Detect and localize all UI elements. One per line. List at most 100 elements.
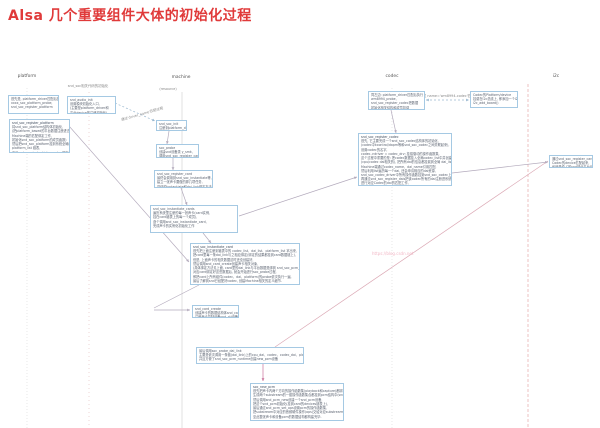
- box-soc-probe-line: 创建snd设备类 y_smk,: [159, 150, 193, 155]
- box-soc-probe-line: soc_probe: [159, 146, 176, 150]
- box-register-card-line: 建立一张声卡要做的那几项任务,: [157, 180, 203, 185]
- box-register-codec-line: 首先, 它主要完成一个snd_soc_codec结构体的初始化,: [361, 139, 439, 144]
- box-instantiate-card-title: snd_soc_instantiate_card: [193, 245, 233, 249]
- box-probe-dai-link-line: 最后调用soc_probe_dai_link: [199, 349, 242, 353]
- box-soc-new-pcm-title: soc_new_pcm: [253, 385, 276, 389]
- watermark: https://blog.csdn.net: [372, 251, 414, 256]
- box-snd-audio-init-line: snd_audio_init: [70, 98, 93, 102]
- box-register-platform-line: (把platform_based的平台数据注册进去, 用于: [12, 129, 70, 134]
- connector-cards-registercodec: [238, 176, 358, 217]
- box-codec-device-line: 挂载在i2c总线上, 即添加一个i2c设备: [473, 97, 518, 102]
- box-snd-card-create-line: snd_card_create: [195, 307, 221, 311]
- box-soc-new-pcm-line: 把substream中对应的音频硬件操作(ops)交给对应substream使用…: [253, 410, 344, 415]
- box-register-codec-line: (codec中kcontrol/dapm等和snd_soc_codec之间关联起…: [361, 143, 450, 148]
- box-instantiate-card-line: 然后调用snd_card_create创建声卡相关对象,: [193, 261, 259, 266]
- box-register-platform-line: 将snd_soc_platform结构体初始化,: [12, 125, 64, 130]
- box-soc-new-pcm-line: 至此整张声卡和设备pcm的数据结构都构建完毕.: [253, 414, 322, 419]
- box-register-platform-title: snd_soc_register_platform: [12, 121, 54, 125]
- box-instantiate-card-line: 对应card绑定好这些数据后, 就会开始进行soc_probe过程,: [193, 270, 277, 275]
- box-register-codec-title: snd_soc_register_codec: [361, 135, 399, 139]
- box-soc-new-pcm-line: 首先把声卡内两个方向的操作函数集(playback和capture)都绑定到ru…: [253, 389, 343, 394]
- connector-audioinit-socinit: [114, 102, 156, 122]
- box-snd-audio-init-line: (主要是platform_driver和: [70, 106, 109, 111]
- box-platform-probe-line: 首先是, platform_driver匹配后执行: [11, 97, 59, 101]
- box-register-codec-line: Machine端通过codec_name、dai_name引用匹配,: [361, 164, 437, 169]
- box-register-codec-line: 进行对应Codec的dai的匹配工作,: [361, 181, 409, 186]
- box-instantiate-card-line: 最后了解到snd已经配好codec, 创建Machine相关的定义细节.: [193, 278, 282, 283]
- box-codec-device-line: Codec的Platform/device: [473, 93, 512, 97]
- label-resource: (resource): [159, 87, 177, 91]
- label-soc-core-init: snd_soc相关代码的初始化: [67, 84, 109, 88]
- box-instantiate-cards-line: 完成声卡的实例化初始化工作: [153, 223, 195, 228]
- connector-socinit-socprobe: [166, 130, 170, 145]
- box-instantiate-card-line: 首先把上面注册到链表中的 codec_list、dai_list、platfor…: [193, 249, 297, 254]
- box-register-platform-line: Machine端的匹配绑定工作,: [12, 133, 52, 138]
- box-register-codec-line: 再通过snd_soc_register_dais把该codec所有的dai注册进…: [361, 177, 452, 182]
- box-register-platform-line: platform_list 链表,: [12, 146, 41, 151]
- box-codec-probe-line: snd_soc_register_codec把数据: [371, 101, 419, 106]
- box-register-codec-line: codec->driver = codec_drv; 挂载驱动的操作函数集,: [361, 151, 440, 156]
- page-title: Alsa 几个重要组件大体的初始化过程: [8, 8, 252, 24]
- lane-codec: codec: [385, 74, 399, 79]
- box-snd-soc-init-line: 注册到platform_driver: [159, 126, 186, 131]
- box-codec-probe-line: 初始化相关结构和成员挂载: [371, 105, 410, 110]
- box-instantiate-card-line: 但是, 上面声卡的相关数据这时还没创建好,: [193, 257, 254, 262]
- box-register-platform-line: 初始化snd_soc_platform的成员函数): [12, 137, 67, 142]
- box-instantiate-cards-line: snd_soc_instantiate_cards: [153, 207, 195, 211]
- box-soc-new-pcm-line: 最后通过snd_pcm_set_ops设置pcm的操作函数集,: [253, 406, 328, 411]
- connector-registercodec-cardmatch: [451, 160, 549, 174]
- lane-i2c: i2c: [552, 74, 560, 79]
- box-register-codec-line: 然后利用list遍历每一个dai, 还会申请相应的dai资源,: [361, 168, 436, 173]
- box-snd-soc-init-line: snd_soc_init: [159, 122, 179, 126]
- connector-registercard-cards: [180, 187, 188, 206]
- box-soc-new-pcm-line: 生成两个substream的一套操作函数集合都挂到pcm结构中(snd_pcm)…: [253, 393, 344, 398]
- box-register-card-line: 具体的instantiate和dai_link绑定方法~初始化: [157, 184, 212, 188]
- box-register-card-line: 最终会调用到snd_soc_instantiate等,: [157, 176, 212, 181]
- box-codec-probe-line: wm8994_probe,: [371, 97, 397, 102]
- box-soc-new-pcm-line: 把这个snd_pcm初始化(挂到card的devices链表上),: [253, 401, 329, 406]
- box-platform-probe-line: snd_soc_register_platform: [11, 105, 53, 110]
- connector-cardmatch-dailink: [274, 160, 549, 348]
- box-snd-card-create-line: 注册声卡控制设备snd_ctl设备: [195, 315, 239, 318]
- box-card-match: 通过snd_soc_register_card函数把Codec的device匹配…: [549, 155, 593, 168]
- box-instantiate-cards-line: 遍历系统里注册的每一张声卡(card实例,: [153, 211, 211, 216]
- label-codec-match: 通过 name='wm8994-codec'匹配: [419, 94, 475, 98]
- box-snd-card-create-line: 创建声卡的数据结构体snd_card,: [195, 311, 239, 316]
- box-register-codec-line: snd_soc_codec_driver中所有操作函数挂到snd_soc_cod…: [361, 172, 452, 177]
- box-instantiate-cards-line: 挂在card链表上的每一个成员),: [153, 215, 198, 220]
- box-register-codec-line: (cpu/codec dai相关的), 把所有dai的信息都挂载到全局 dai_…: [361, 160, 452, 165]
- box-card-match-line: 也就是说-C的snd部分平台可以找到: [552, 165, 593, 168]
- connector-registerplatform-instantiate: [68, 125, 190, 263]
- box-instantiate-card-line: (具体绑定方法见上面, card里的dai_link与平台数据是绑到 snd_s…: [193, 266, 299, 271]
- connector-card-sndcardcreate-a: [153, 284, 200, 309]
- box-codec-device-line: i2c_add_board(): [473, 101, 499, 106]
- box-probe-dai-link-line: 主要是依次调用一条链(dai_link)上的cpu_dai、codec、code…: [199, 353, 304, 358]
- box-instantiate-card-line: 即把card上所有组件(codec、dai、platform)的probe依次执…: [193, 274, 292, 279]
- box-card-match-line: Codec的device匹配起来,: [552, 161, 590, 166]
- box-soc-new-pcm-line: 然后调用snd_pcm_new创建一个snd_pcm设备,: [253, 397, 323, 402]
- box-snd-audio-init-line: 设置模块初始化入口,: [70, 102, 100, 107]
- box-codec-probe-line: 同左边: platform_driver匹配后执行: [371, 93, 424, 97]
- box-instantiate-card-line: 把card里每一条dai_link与之相应绑定(绑定的结果都挂到card数据链上…: [193, 253, 296, 258]
- connector-codecprobe-registercodec: [390, 109, 397, 134]
- lane-machine: machine: [171, 75, 191, 80]
- box-register-card-line: snd_soc_register_card: [157, 172, 193, 176]
- box-card-match-line: 通过snd_soc_register_card函数把: [552, 157, 592, 161]
- box-register-platform-line: 而且snd_soc_instantiate_cards. 绑定使用的: [12, 150, 69, 153]
- box-register-platform-line: 然后把snd_soc_platform挂到系统全局的: [12, 142, 70, 147]
- box-instantiate-cards-line: 逐个调用snd_soc_instantiate_card,: [153, 219, 207, 224]
